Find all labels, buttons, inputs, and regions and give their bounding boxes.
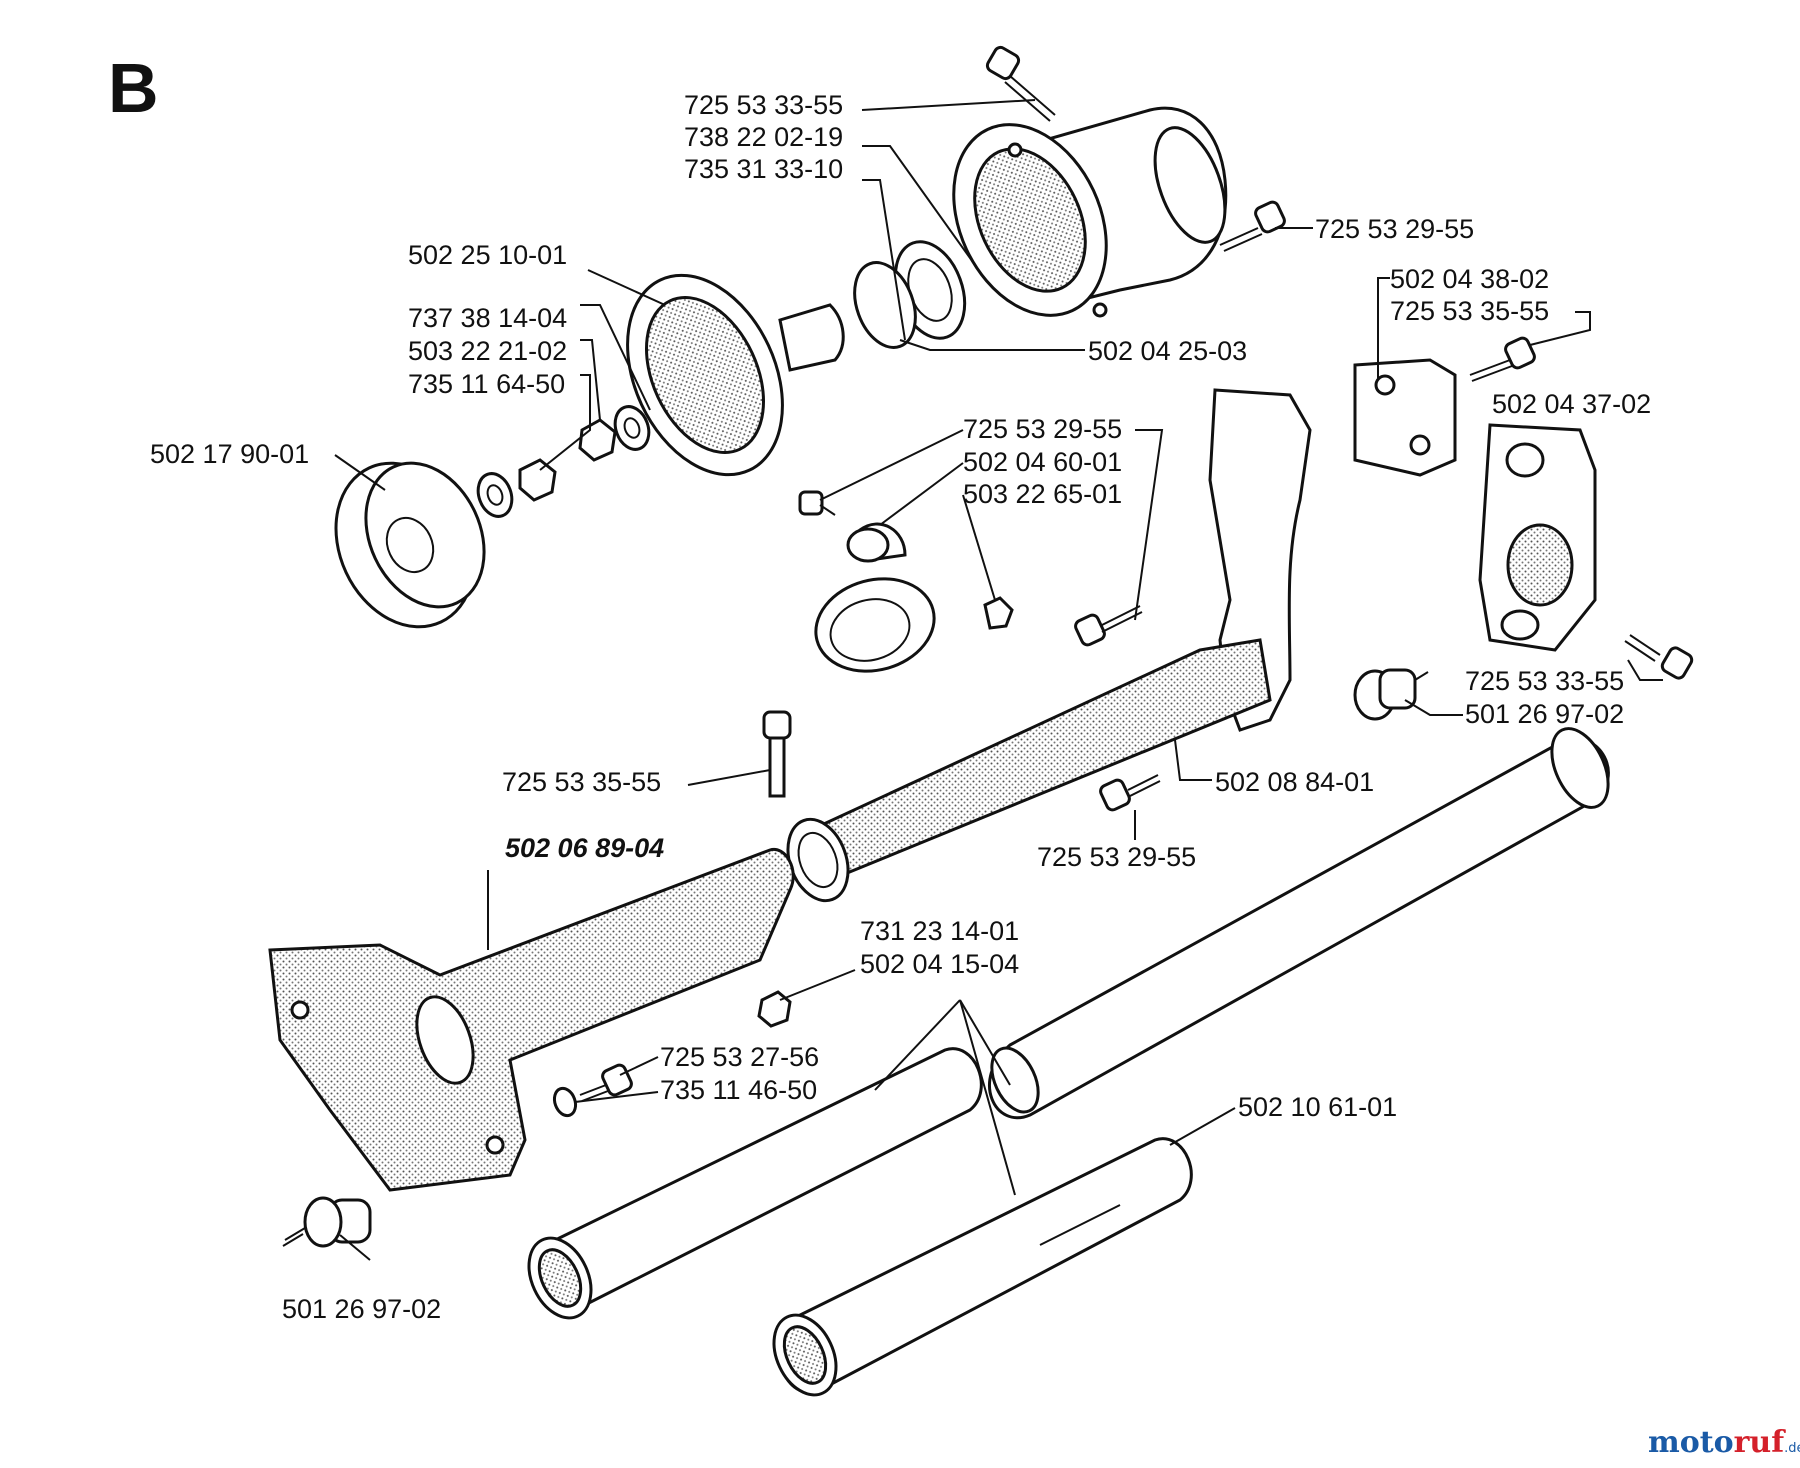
- part-label-bold: 502 06 89-04: [505, 833, 664, 863]
- drive-tube-upper: [988, 727, 1610, 1120]
- bolt-handle-bottom: [1099, 774, 1161, 812]
- clutch: [334, 461, 486, 629]
- gear-housing: [952, 106, 1228, 318]
- part-label: 737 38 14-04: [408, 303, 567, 333]
- drive-tube-lower-right: [772, 1137, 1193, 1397]
- part-label: 503 22 65-01: [963, 479, 1122, 509]
- part-label: 502 04 38-02: [1390, 264, 1549, 294]
- part-label: 725 53 33-55: [684, 90, 843, 120]
- part-number-labels: 725 53 33-55 738 22 02-19 735 31 33-10 7…: [150, 90, 1651, 1324]
- part-label: 502 17 90-01: [150, 439, 309, 469]
- part-label: 502 10 61-01: [1238, 1092, 1397, 1122]
- handle-bracket-upper: [1353, 358, 1457, 477]
- part-label: 725 53 29-55: [963, 414, 1122, 444]
- bolt-right-lower: [1624, 634, 1694, 680]
- part-label: 725 53 27-56: [660, 1042, 819, 1072]
- bolt-vertical: [762, 710, 792, 798]
- bearing: [853, 240, 967, 349]
- bolt-bracket: [1469, 336, 1536, 382]
- bolt-top: [985, 45, 1056, 122]
- clamp-bolt-nut: [798, 490, 1014, 630]
- part-label: 735 11 46-50: [660, 1075, 817, 1105]
- handle-grip: [786, 388, 1312, 903]
- svg-text:motoruf.de: motoruf.de: [1648, 1425, 1800, 1460]
- watermark-logo: motoruf.de: [1648, 1425, 1800, 1460]
- part-label: 725 53 35-55: [502, 767, 661, 797]
- part-label: 725 53 35-55: [1390, 296, 1549, 326]
- part-label: 501 26 97-02: [282, 1294, 441, 1324]
- handle-bracket-lower: [1478, 423, 1597, 652]
- part-label: 502 04 37-02: [1492, 389, 1651, 419]
- section-letter: B: [108, 49, 159, 127]
- part-label: 735 31 33-10: [684, 154, 843, 184]
- hex-nut: [757, 990, 792, 1028]
- part-label: 502 04 60-01: [963, 447, 1122, 477]
- bolt-mount: [552, 1063, 633, 1118]
- part-label: 502 04 15-04: [860, 949, 1019, 979]
- part-label: 502 04 25-03: [1088, 336, 1247, 366]
- part-label: 735 11 64-50: [408, 369, 565, 399]
- leader-lines: [334, 99, 1663, 1261]
- watermark-suffix: .de: [1784, 1441, 1800, 1456]
- part-label: 502 25 10-01: [408, 240, 567, 270]
- part-label: 502 08 84-01: [1215, 767, 1374, 797]
- part-label: 503 22 21-02: [408, 336, 567, 366]
- washers-nuts: [476, 405, 651, 518]
- engine-mount-housing: [268, 847, 795, 1192]
- watermark-part2: ruf: [1734, 1425, 1787, 1460]
- part-label: 738 22 02-19: [684, 122, 843, 152]
- bolt-housing-right: [1219, 200, 1286, 252]
- part-label: 725 53 29-55: [1315, 214, 1474, 244]
- watermark-part1: moto: [1648, 1425, 1734, 1460]
- clutch-drum: [626, 273, 845, 477]
- part-label: 725 53 29-55: [1037, 842, 1196, 872]
- drive-tube-lower-left: [527, 1047, 983, 1320]
- bolt-handle-top: [1074, 605, 1143, 647]
- vibration-damper-left: [282, 1196, 372, 1248]
- vibration-damper-right: [1353, 668, 1429, 721]
- part-label: 725 53 33-55: [1465, 666, 1624, 696]
- part-label: 731 23 14-01: [860, 916, 1019, 946]
- handle-clamp: [814, 522, 936, 673]
- part-label: 501 26 97-02: [1465, 699, 1624, 729]
